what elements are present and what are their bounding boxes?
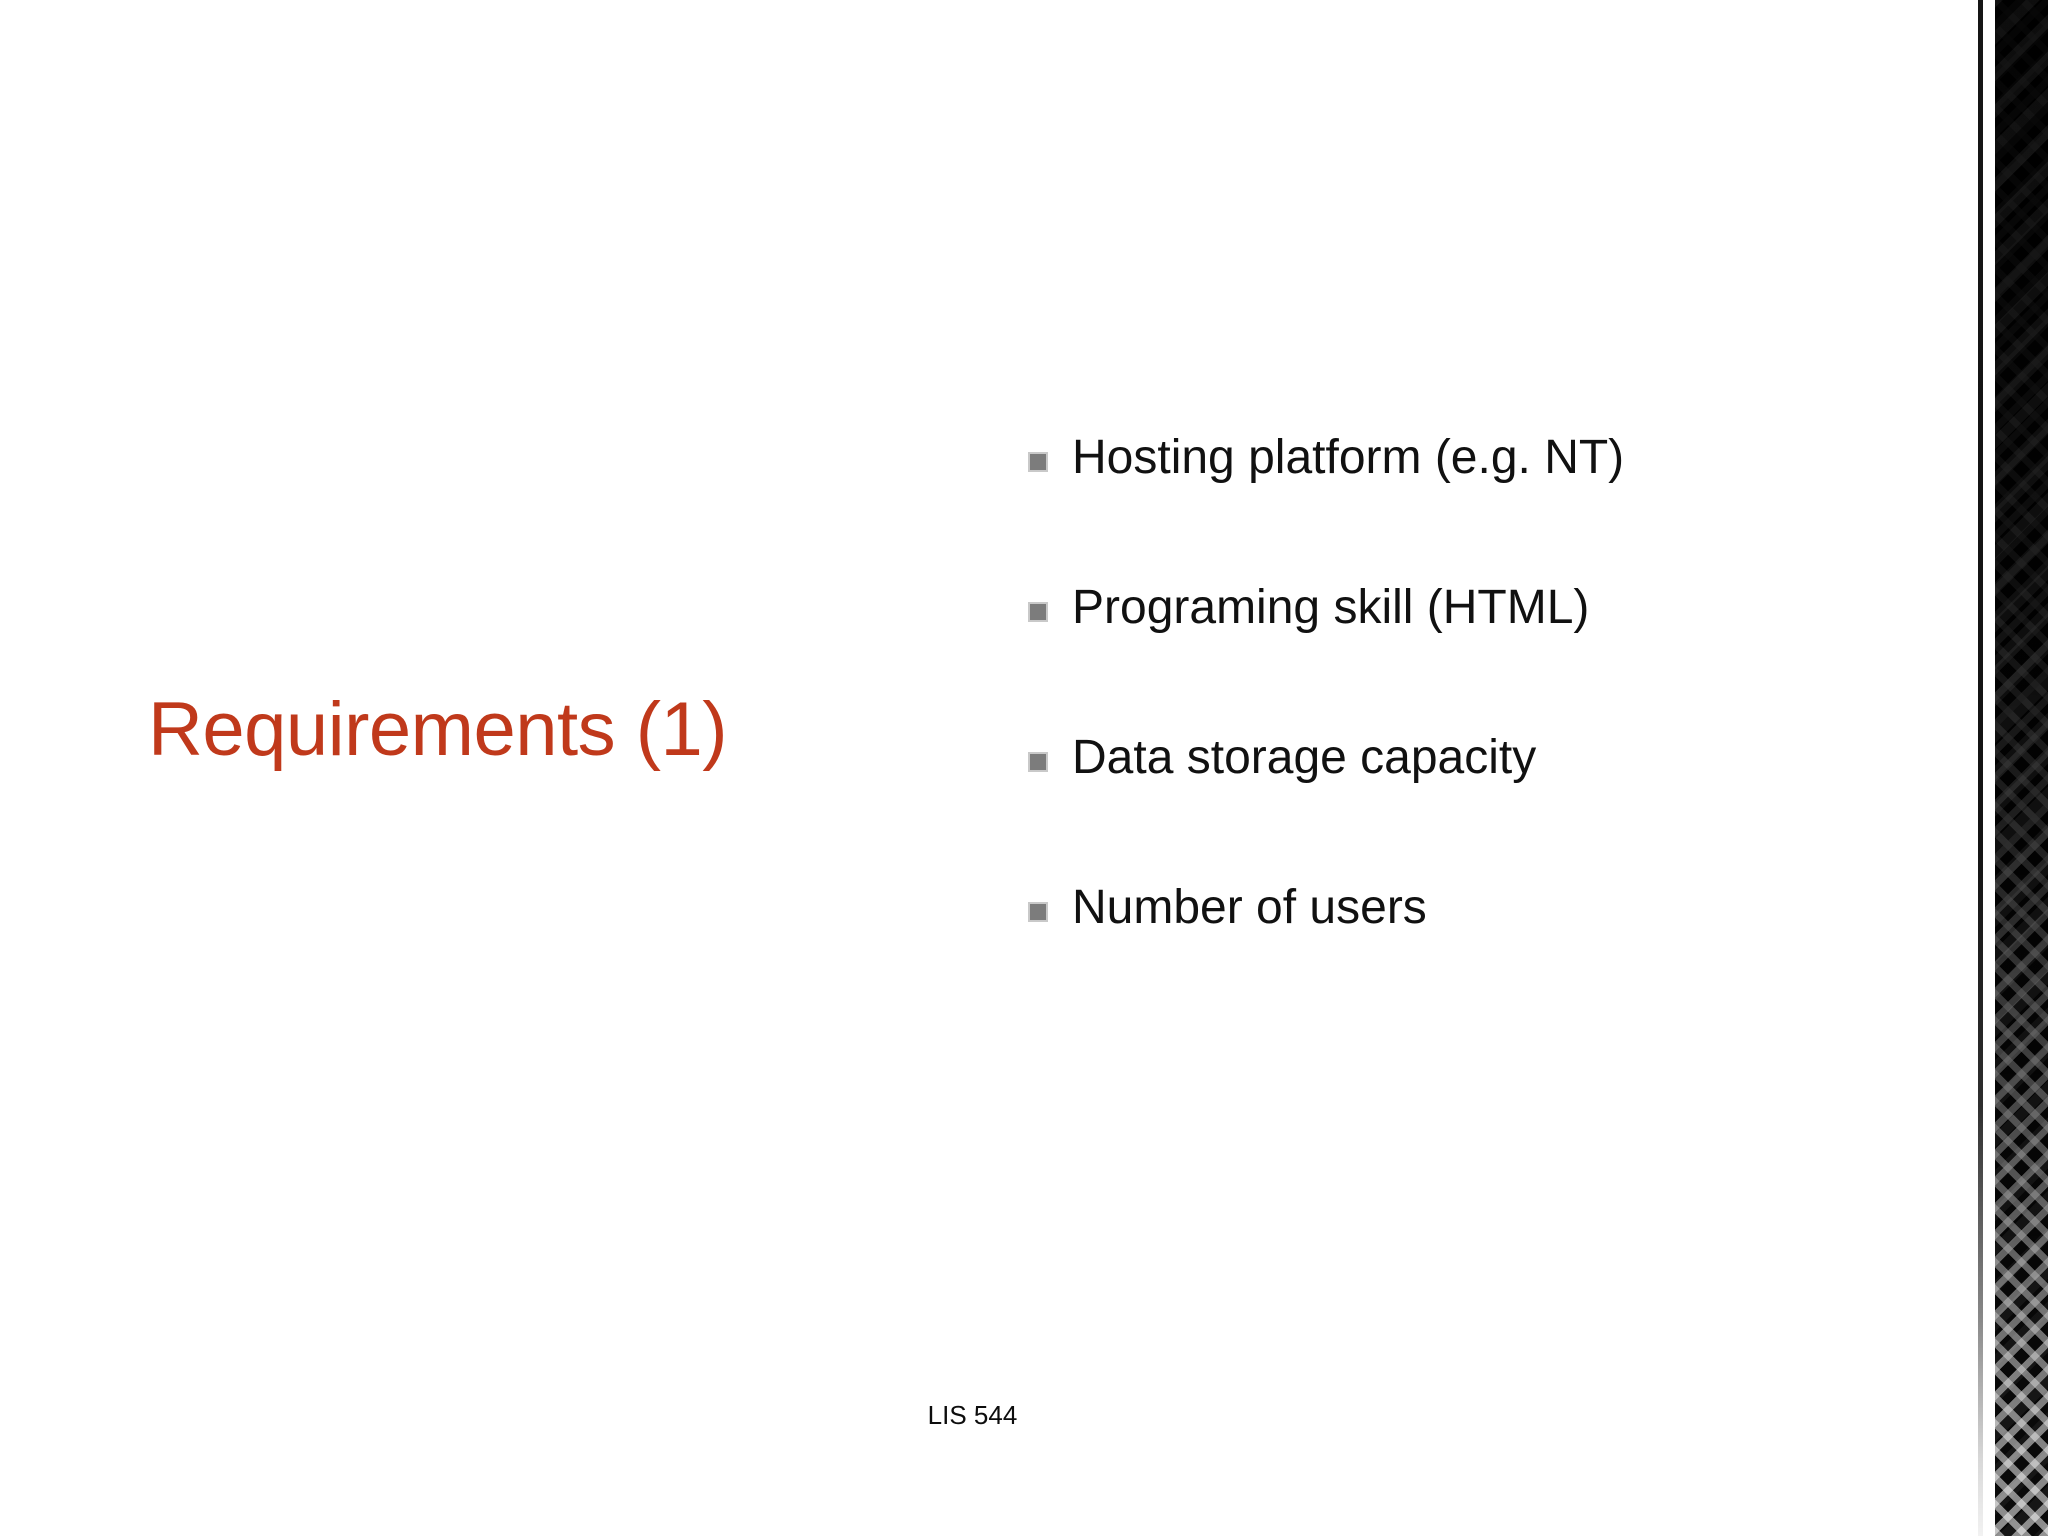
list-item: Number of users [1028, 880, 1868, 1030]
edge-white-gap [1983, 0, 1995, 1536]
edge-band-sheen [1995, 0, 2048, 1536]
slide-footer: LIS 544 [0, 1400, 1950, 1431]
list-item-label: Data storage capacity [1072, 731, 1537, 784]
decorative-edge-band [1995, 0, 2048, 1536]
list-item-label: Hosting platform (e.g. NT) [1072, 431, 1625, 484]
content-placeholder: Hosting platform (e.g. NT) Programing sk… [1028, 430, 1868, 1030]
page-title: Requirements (1) [148, 687, 728, 772]
square-bullet-icon [1028, 902, 1048, 922]
list-item-label: Number of users [1072, 881, 1427, 934]
list-item-label: Programing skill (HTML) [1072, 581, 1590, 634]
square-bullet-icon [1028, 752, 1048, 772]
list-item: Data storage capacity [1028, 730, 1868, 880]
edge-band-gradient-veil [1995, 0, 2048, 1536]
square-bullet-icon [1028, 452, 1048, 472]
list-item: Programing skill (HTML) [1028, 580, 1868, 730]
square-bullet-icon [1028, 602, 1048, 622]
footer-label: LIS 544 [927, 1400, 1018, 1430]
edge-hairline-divider [1978, 0, 1983, 1536]
list-item: Hosting platform (e.g. NT) [1028, 430, 1868, 580]
title-placeholder: Requirements (1) [148, 690, 908, 770]
